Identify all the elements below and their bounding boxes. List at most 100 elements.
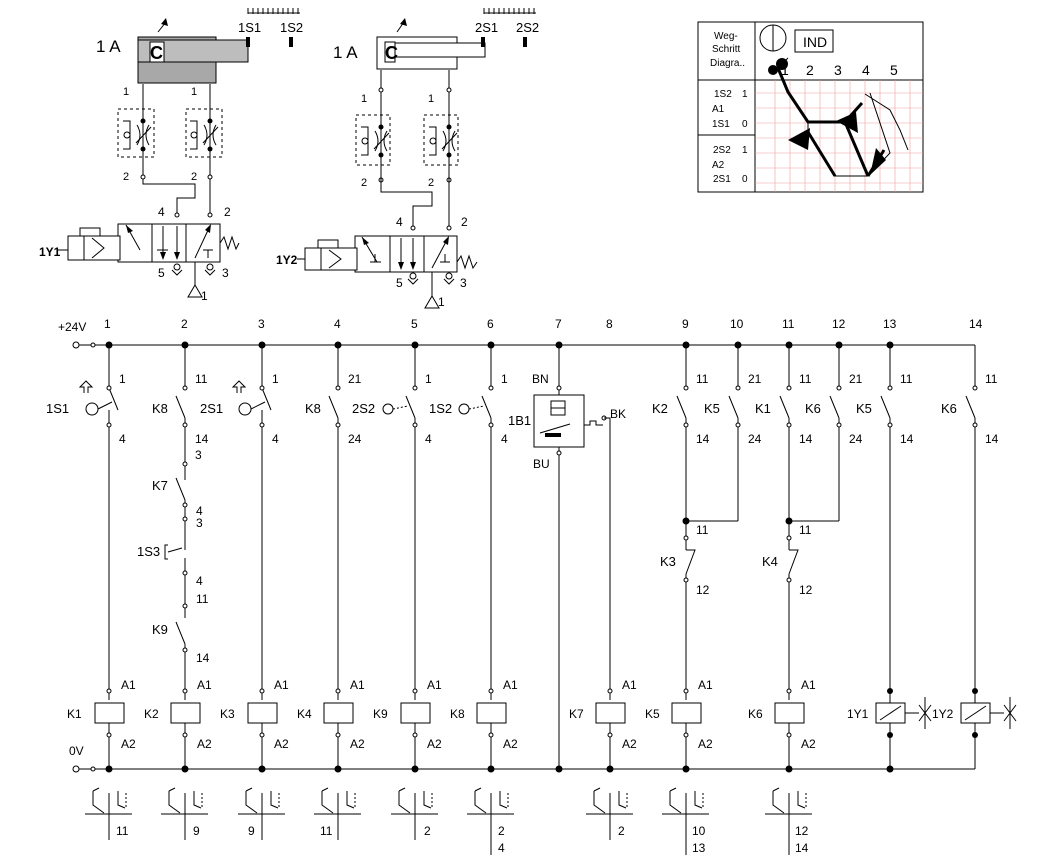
svg-text:A1: A1 xyxy=(427,678,442,692)
svg-text:14: 14 xyxy=(985,432,999,446)
svg-text:9: 9 xyxy=(193,824,200,838)
motion-path xyxy=(768,57,909,177)
pneumatic-cylinder-1[interactable]: 1 A C 1S1 1S2 1 1 xyxy=(39,8,303,303)
svg-text:3: 3 xyxy=(834,62,842,78)
svg-text:11: 11 xyxy=(116,824,129,838)
svg-text:BN: BN xyxy=(532,372,549,386)
svg-text:4: 4 xyxy=(396,215,403,229)
svg-text:Schritt: Schritt xyxy=(712,44,741,55)
svg-text:A1: A1 xyxy=(698,678,713,692)
solenoid-coil-1y1-label: 1Y1 xyxy=(847,707,869,721)
contact-ref-8: 2 xyxy=(586,787,633,840)
cyl1-sensor-1s1: 1S1 xyxy=(238,20,261,35)
switch-1s3-label: 1S3 xyxy=(137,544,160,559)
svg-text:3: 3 xyxy=(196,516,203,530)
coil-k1-label: K1 xyxy=(67,707,82,721)
column-9-number: 9 xyxy=(682,317,689,331)
coil-k2-label: K2 xyxy=(144,707,159,721)
svg-text:14: 14 xyxy=(900,432,914,446)
svg-text:1: 1 xyxy=(123,86,129,98)
coil-k5-label: K5 xyxy=(645,707,660,721)
contact-ref-5: 2 xyxy=(391,787,438,840)
svg-text:12: 12 xyxy=(696,583,710,597)
solenoid-1y1-label: 1Y1 xyxy=(39,245,61,259)
svg-text:2S1: 2S1 xyxy=(713,174,731,185)
ind-button[interactable] xyxy=(794,29,834,53)
svg-text:11: 11 xyxy=(696,523,709,537)
svg-text:A1: A1 xyxy=(197,678,212,692)
column-7-number: 7 xyxy=(555,317,562,331)
svg-text:5: 5 xyxy=(890,62,898,78)
svg-text:A1: A1 xyxy=(712,104,725,115)
svg-text:A2: A2 xyxy=(622,737,637,751)
column-3-number: 3 xyxy=(258,317,265,331)
svg-text:4: 4 xyxy=(501,432,508,446)
rung-2: 11 14 K8 2S1 3 K7 4 3 1S3 4 11 K9 14 xyxy=(137,345,223,769)
throttle-valve-4 xyxy=(423,114,459,166)
rung-14: 11 14 K6 1Y2 xyxy=(932,372,1017,769)
svg-text:1: 1 xyxy=(742,145,748,156)
valve-1y1 xyxy=(117,223,221,263)
switch-2s2-label: 2S2 xyxy=(352,401,375,416)
step-diagram[interactable]: Weg- Schritt Diagra.. IND 1 2 3 4 5 1S2 … xyxy=(697,21,924,193)
coil-k4 xyxy=(323,702,354,724)
k9-contact-label: K9 xyxy=(152,622,168,637)
rung-11: 11 14 K1 21 24 K6 11 K4 12 A1 K6 A2 xyxy=(748,345,863,769)
pneumatic-cylinder-2[interactable]: 1 A C 2S1 2S2 1 1 xyxy=(276,8,539,309)
svg-text:11: 11 xyxy=(320,824,333,838)
svg-text:A1: A1 xyxy=(121,678,136,692)
svg-text:12: 12 xyxy=(799,583,813,597)
svg-text:21: 21 xyxy=(748,372,762,386)
svg-text:1: 1 xyxy=(272,372,279,386)
svg-text:4: 4 xyxy=(272,432,279,446)
coil-k8-label: K8 xyxy=(450,707,465,721)
column-12-number: 12 xyxy=(832,317,846,331)
svg-text:9: 9 xyxy=(248,824,255,838)
column-6-number: 6 xyxy=(487,317,494,331)
cylinder-1-rod xyxy=(137,39,249,63)
throttle-valve-1 xyxy=(117,108,155,158)
svg-text:13: 13 xyxy=(692,841,706,855)
svg-text:2: 2 xyxy=(191,171,197,183)
sensor-1b1-label: 1B1 xyxy=(508,413,531,428)
svg-text:4: 4 xyxy=(498,841,505,855)
coil-k5 xyxy=(671,702,702,724)
column-10-number: 10 xyxy=(730,317,744,331)
switch-1s1-label: 1S1 xyxy=(46,401,69,416)
svg-text:A2: A2 xyxy=(503,737,518,751)
svg-text:1: 1 xyxy=(201,289,208,303)
k8-contact-label: K8 xyxy=(152,401,168,416)
svg-text:11: 11 xyxy=(195,372,208,386)
contact-ref-3: 9 xyxy=(238,787,285,840)
svg-text:2: 2 xyxy=(428,177,434,189)
svg-text:10: 10 xyxy=(692,824,706,838)
rung-7-sensor: BN 1B1 BK BU A1 K7 A2 xyxy=(508,345,637,769)
k5-contact-2-label: K5 xyxy=(856,401,872,416)
svg-text:2: 2 xyxy=(806,62,814,78)
coil-k1 xyxy=(94,702,125,724)
svg-text:4: 4 xyxy=(196,574,203,588)
svg-text:2: 2 xyxy=(123,171,129,183)
svg-text:4: 4 xyxy=(862,62,870,78)
svg-text:11: 11 xyxy=(196,592,209,606)
svg-text:12: 12 xyxy=(795,824,809,838)
cylinder-1-label: 1 A xyxy=(96,37,121,56)
cylinder-2-rod xyxy=(394,42,486,58)
svg-text:11: 11 xyxy=(696,372,709,386)
coil-k6-label: K6 xyxy=(748,707,763,721)
coil-k6 xyxy=(774,702,805,724)
k5-contact-label: K5 xyxy=(704,401,720,416)
svg-text:A1: A1 xyxy=(801,678,816,692)
coil-k9 xyxy=(400,702,431,724)
valve-1y2 xyxy=(354,235,458,273)
svg-text:Diagra..: Diagra.. xyxy=(710,58,745,69)
svg-text:A2: A2 xyxy=(698,737,713,751)
coil-k3 xyxy=(247,702,278,724)
svg-text:A2: A2 xyxy=(197,737,212,751)
coil-k3-label: K3 xyxy=(220,707,235,721)
svg-text:A1: A1 xyxy=(274,678,289,692)
svg-text:1: 1 xyxy=(438,295,445,309)
contact-ref-11: 12 14 xyxy=(765,787,812,855)
svg-text:2: 2 xyxy=(424,824,431,838)
svg-text:A1: A1 xyxy=(350,678,365,692)
